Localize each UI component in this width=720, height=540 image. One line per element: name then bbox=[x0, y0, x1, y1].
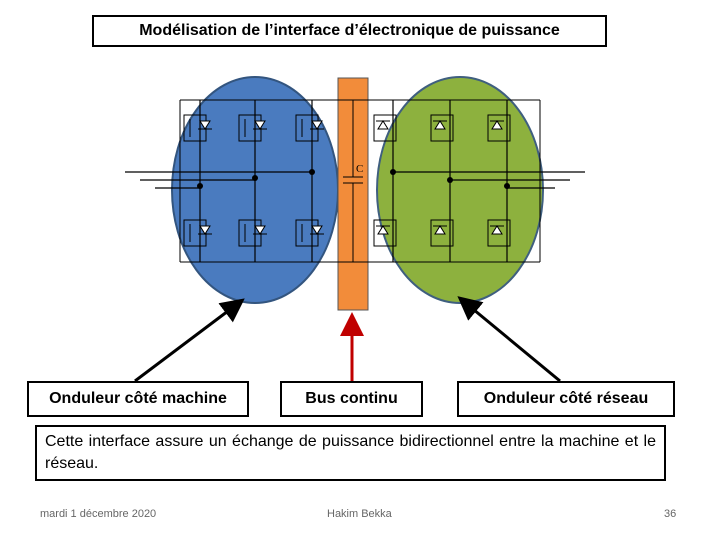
grid-switch-cells bbox=[373, 114, 511, 247]
grid-inverter-label-text: Onduleur côté réseau bbox=[483, 390, 649, 407]
dc-bus-label: Bus continu bbox=[280, 381, 423, 417]
explanation-box: Cette interface assure un échange de pui… bbox=[35, 425, 666, 481]
dc-bus-label-text: Bus continu bbox=[305, 390, 398, 407]
explanation-text: Cette interface assure un échange de pui… bbox=[45, 433, 656, 472]
capacitor-label: C bbox=[356, 163, 363, 175]
grid-arrow bbox=[457, 296, 561, 383]
machine-inverter-label-text: Onduleur côté machine bbox=[49, 390, 227, 407]
machine-switch-cells bbox=[183, 114, 324, 247]
footer-page-number: 36 bbox=[664, 508, 677, 520]
slide-title: Modélisation de l’interface d’électroniq… bbox=[92, 15, 607, 47]
machine-node-dots bbox=[197, 169, 315, 189]
footer-date: mardi 1 décembre 2020 bbox=[40, 508, 157, 520]
grid-node-dots bbox=[390, 169, 510, 189]
machine-inverter-label: Onduleur côté machine bbox=[27, 381, 249, 417]
dc-rails bbox=[179, 99, 541, 263]
slide-title-text: Modélisation de l’interface d’électroniq… bbox=[139, 22, 560, 39]
footer-author: Hakim Bekka bbox=[327, 508, 392, 520]
grid-inverter-label: Onduleur côté réseau bbox=[457, 381, 675, 417]
grid-inverter-ellipse bbox=[376, 76, 544, 304]
machine-arrow bbox=[134, 298, 245, 383]
